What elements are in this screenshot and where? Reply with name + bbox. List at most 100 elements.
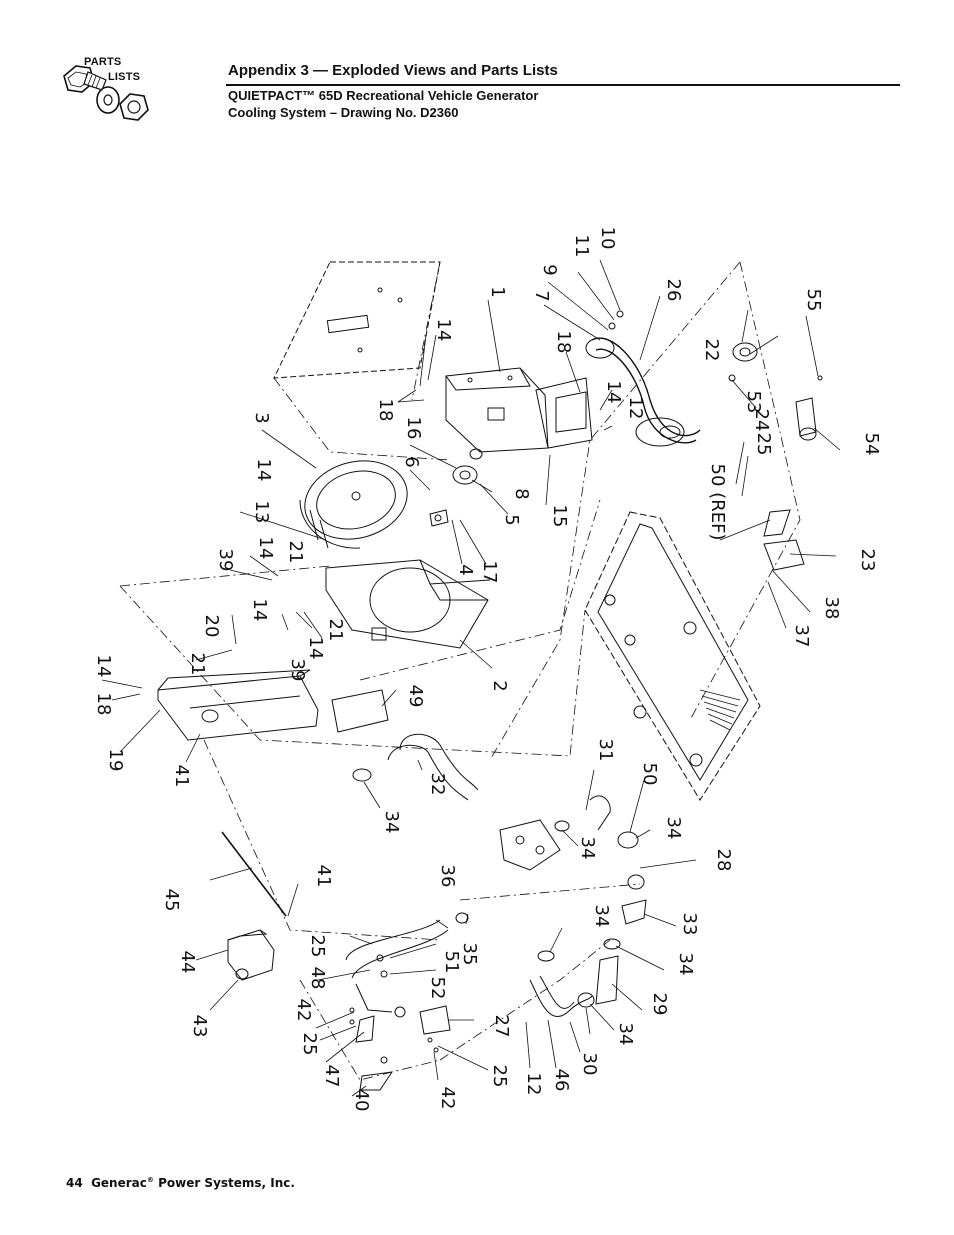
callout-c43: 43 [189, 1015, 210, 1038]
callout-c39b: 39 [287, 659, 308, 682]
part-idler-assembly [728, 342, 823, 571]
callout-c8: 8 [511, 488, 532, 499]
callout-c38: 38 [821, 597, 842, 620]
leader-lines [101, 259, 841, 1097]
part-upper-hose [352, 733, 479, 801]
logo-text-parts: PARTS [84, 56, 122, 68]
callout-c25a: 25 [753, 433, 774, 456]
callout-c25d: 25 [489, 1065, 510, 1088]
page-footer: 44 Generac® Power Systems, Inc. [66, 1176, 295, 1190]
callout-c47: 47 [321, 1065, 342, 1088]
callout-labels: 1234567891011121213141414141414141516171… [93, 227, 882, 1112]
part-lower-hoses [345, 899, 647, 1017]
callout-c34d: 34 [591, 905, 612, 928]
callout-c34c: 34 [663, 817, 684, 840]
callout-c14d: 14 [249, 599, 270, 622]
part-housing [445, 367, 549, 453]
part-overflow-bottle [227, 929, 275, 981]
callout-c3: 3 [251, 412, 272, 423]
callout-c19: 19 [105, 749, 126, 772]
callout-c34f: 34 [615, 1023, 636, 1046]
callout-c14f: 14 [305, 637, 326, 660]
callout-c11: 11 [571, 235, 592, 258]
callout-c54: 54 [861, 433, 882, 456]
callout-c39a: 39 [215, 549, 236, 572]
callout-c21b: 21 [187, 653, 208, 676]
callout-c52: 52 [427, 977, 448, 1000]
part-fan [299, 460, 408, 549]
callout-c6: 6 [401, 456, 422, 467]
callout-c50ref: 50 (REF) [707, 464, 728, 541]
callout-c44: 44 [177, 951, 198, 974]
part-radiator [157, 669, 319, 741]
header-rule [226, 84, 900, 86]
part-bracket [535, 377, 593, 449]
footer-company: Power Systems, Inc. [158, 1176, 295, 1190]
part-bottom-brackets [349, 954, 451, 1091]
callout-c7: 7 [531, 290, 552, 301]
callout-c20: 20 [201, 615, 222, 638]
callout-c14g: 14 [603, 381, 624, 404]
callout-c31: 31 [595, 739, 616, 762]
callout-c49: 49 [405, 685, 426, 708]
callout-c25c: 25 [299, 1033, 320, 1056]
callout-c33: 33 [679, 913, 700, 936]
page-number: 44 [66, 1176, 83, 1190]
callout-c48: 48 [307, 967, 328, 990]
callout-c34e: 34 [675, 953, 696, 976]
footer-brand: Generac [91, 1176, 147, 1190]
callout-c30: 30 [579, 1053, 600, 1076]
callout-c36: 36 [437, 865, 458, 888]
part-thermostat-housing [499, 795, 645, 890]
callout-c21a: 21 [285, 541, 306, 564]
callout-c21c: 21 [325, 619, 346, 642]
callout-c55: 55 [803, 289, 824, 312]
callout-c26: 26 [663, 279, 684, 302]
subtitle-product: QUIETPACT™ 65D Recreational Vehicle Gene… [228, 88, 539, 103]
callout-c15: 15 [549, 505, 570, 528]
callout-c9: 9 [539, 264, 560, 275]
callout-c23: 23 [857, 549, 878, 572]
callout-c29: 29 [649, 993, 670, 1016]
callout-c16: 16 [403, 417, 424, 440]
callout-c2: 2 [489, 680, 510, 691]
callout-c34a: 34 [381, 811, 402, 834]
callout-c14e: 14 [93, 655, 114, 678]
top-panel [273, 261, 441, 379]
callout-c18a: 18 [553, 331, 574, 354]
callout-c12a: 12 [625, 397, 646, 420]
callout-c50: 50 [639, 763, 660, 786]
subtitle-drawing: Cooling System – Drawing No. D2360 [228, 105, 459, 120]
callout-c18c: 18 [93, 693, 114, 716]
callout-c34b: 34 [577, 837, 598, 860]
callout-c14a: 14 [433, 319, 454, 342]
callout-c45: 45 [161, 889, 182, 912]
callout-c40: 40 [351, 1089, 372, 1112]
callout-c5: 5 [501, 514, 522, 525]
callout-c17: 17 [479, 561, 500, 584]
parts-lists-logo: PARTS LISTS [58, 54, 163, 134]
callout-c22: 22 [701, 339, 722, 362]
reference-lines [119, 261, 801, 1081]
callout-c42b: 42 [437, 1087, 458, 1110]
page-title: Appendix 3 — Exploded Views and Parts Li… [228, 62, 558, 79]
callout-c28: 28 [713, 849, 734, 872]
callout-c12b: 12 [523, 1073, 544, 1096]
callout-c14b: 14 [253, 459, 274, 482]
part-engine-base [584, 511, 761, 801]
registered-mark: ® [146, 1176, 154, 1184]
callout-c32: 32 [427, 773, 448, 796]
part-plate [331, 689, 389, 733]
callout-c13: 13 [251, 501, 272, 524]
callout-c10: 10 [597, 227, 618, 250]
callout-c53: 53 [743, 391, 764, 414]
part-rod [221, 831, 287, 917]
callout-c4: 4 [455, 564, 476, 575]
logo-text-lists: LISTS [108, 71, 141, 83]
callout-c42a: 42 [293, 999, 314, 1022]
callout-c35: 35 [459, 943, 480, 966]
part-hub-seals [429, 448, 483, 527]
callout-c27: 27 [491, 1015, 512, 1038]
part-belt-pulleys [585, 310, 701, 447]
part-shroud [325, 559, 491, 649]
